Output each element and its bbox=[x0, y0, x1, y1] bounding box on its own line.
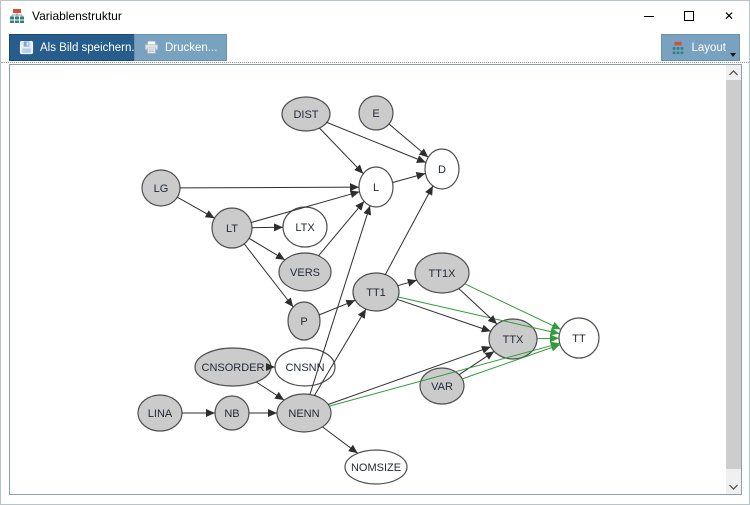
scrollbar-thumb[interactable] bbox=[726, 80, 741, 469]
graph-node-LG[interactable] bbox=[141, 169, 181, 207]
minimize-icon bbox=[644, 15, 654, 17]
graph-edge-VAR-TT bbox=[462, 343, 561, 380]
graph-node-label-TTX: TTX bbox=[503, 334, 524, 346]
app-hierarchy-icon bbox=[10, 9, 24, 23]
graph-node-DIST[interactable] bbox=[281, 96, 331, 132]
save-as-image-button[interactable]: Als Bild speichern... bbox=[9, 34, 151, 61]
graph-edge-DIST-L bbox=[319, 127, 364, 175]
graph-node-NOMSIZE[interactable] bbox=[344, 449, 408, 485]
floppy-disk-icon bbox=[19, 40, 34, 55]
minimize-button[interactable] bbox=[629, 1, 669, 31]
graph-node-D[interactable] bbox=[424, 148, 460, 190]
graph-node-TTX[interactable] bbox=[488, 318, 538, 360]
graph-edge-DIST-D bbox=[326, 121, 427, 163]
graph-node-P[interactable] bbox=[287, 301, 321, 341]
graph-node-label-LINA: LINA bbox=[148, 408, 173, 420]
graph-edge-TT1-D bbox=[384, 185, 434, 275]
chevron-up-icon bbox=[729, 69, 738, 75]
graph-node-label-NOMSIZE: NOMSIZE bbox=[351, 462, 401, 474]
vertical-scrollbar[interactable] bbox=[726, 65, 741, 494]
title-bar: Variablenstruktur ✕ bbox=[1, 1, 749, 31]
graph-node-TT[interactable] bbox=[558, 317, 600, 359]
graph-node-label-NB: NB bbox=[224, 408, 239, 420]
graph-edge-TT1-TT bbox=[398, 296, 560, 336]
graph-node-label-LT: LT bbox=[226, 223, 238, 235]
toolbar: Als Bild speichern... Drucken... Layout bbox=[1, 31, 749, 63]
graph-node-label-E: E bbox=[372, 108, 379, 120]
printer-icon bbox=[144, 41, 159, 54]
graph-node-label-LG: LG bbox=[154, 183, 169, 195]
chevron-down-icon bbox=[729, 484, 738, 490]
graph-node-label-CNSORDER: CNSORDER bbox=[202, 362, 265, 374]
graph-canvas[interactable]: DIST E D LG L LT LTX VERS P TT1 TT1X TTX TT VAR CNSORD… bbox=[9, 64, 742, 495]
close-button[interactable]: ✕ bbox=[709, 1, 749, 31]
layout-label: Layout bbox=[691, 41, 726, 54]
window-controls: ✕ bbox=[629, 1, 749, 31]
graph-node-label-NENN: NENN bbox=[288, 408, 319, 420]
maximize-icon bbox=[684, 11, 694, 21]
window-title: Variablenstruktur bbox=[32, 9, 122, 23]
graph-node-label-TT1: TT1 bbox=[366, 287, 386, 299]
layout-dropdown-arrow-icon bbox=[730, 53, 736, 57]
scroll-up-button[interactable] bbox=[726, 65, 741, 80]
graph-node-label-P: P bbox=[300, 316, 307, 328]
graph-edge-NENN-NOMSIZE bbox=[322, 426, 359, 454]
maximize-button[interactable] bbox=[669, 1, 709, 31]
graph-node-label-VAR: VAR bbox=[431, 381, 453, 393]
graph-node-TT1[interactable] bbox=[352, 272, 400, 312]
layout-hierarchy-icon bbox=[673, 41, 684, 54]
graph-edge-NENN-TTX bbox=[327, 346, 492, 405]
save-as-image-label: Als Bild speichern... bbox=[40, 41, 141, 54]
close-icon: ✕ bbox=[723, 9, 735, 23]
graph-edge-LT-P bbox=[243, 243, 294, 308]
graph-edge-NENN-TT1 bbox=[313, 308, 367, 396]
print-label: Drucken... bbox=[165, 41, 218, 54]
print-button[interactable]: Drucken... bbox=[134, 34, 228, 61]
graph-edge-TT1X-TT bbox=[464, 283, 562, 330]
graph-edge-TT1X-TTX bbox=[458, 288, 498, 325]
graph-node-VERS[interactable] bbox=[278, 252, 332, 292]
graph-node-label-L: L bbox=[373, 182, 379, 194]
graph-edge-E-D bbox=[388, 123, 429, 158]
graph-edge-LT-VERS bbox=[248, 237, 286, 261]
graph-node-label-D: D bbox=[438, 164, 446, 176]
graph-edge-CNSORDER-NENN bbox=[255, 381, 285, 401]
graph-edge-NENN-TT bbox=[329, 341, 560, 407]
scroll-down-button[interactable] bbox=[726, 479, 741, 494]
graph-edge-LT-L bbox=[251, 190, 360, 223]
graph-svg: DIST E D LG L LT LTX VERS P TT1 TT1X TTX TT VAR CNSORD… bbox=[137, 95, 600, 485]
graph-edge-VAR-TTX bbox=[458, 350, 495, 376]
graph-node-TT1X[interactable] bbox=[414, 252, 470, 294]
graph-edge-NENN-L bbox=[309, 205, 372, 395]
graph-node-L[interactable] bbox=[358, 166, 394, 208]
graph-node-label-LTX: LTX bbox=[295, 222, 315, 234]
graph-node-label-VERS: VERS bbox=[290, 267, 320, 279]
graph-node-LT[interactable] bbox=[211, 207, 253, 249]
graph-edge-L-D bbox=[392, 172, 426, 183]
layout-button[interactable]: Layout bbox=[661, 34, 740, 61]
graph-node-label-TT: TT bbox=[572, 333, 586, 345]
graph-node-E[interactable] bbox=[358, 95, 394, 131]
graph-node-VAR[interactable] bbox=[419, 367, 465, 405]
graph-node-label-TT1X: TT1X bbox=[429, 268, 457, 280]
graph-edge-TT1-TT1X bbox=[397, 278, 417, 287]
graph-node-label-CNSNN: CNSNN bbox=[285, 362, 324, 374]
graph-node-label-DIST: DIST bbox=[293, 109, 318, 121]
graph-edge-LG-LT bbox=[177, 196, 215, 219]
graph-edge-TT1-TTX bbox=[397, 298, 491, 333]
graph-edge-LG-L bbox=[179, 183, 360, 192]
graph-edge-VERS-L bbox=[318, 200, 365, 257]
